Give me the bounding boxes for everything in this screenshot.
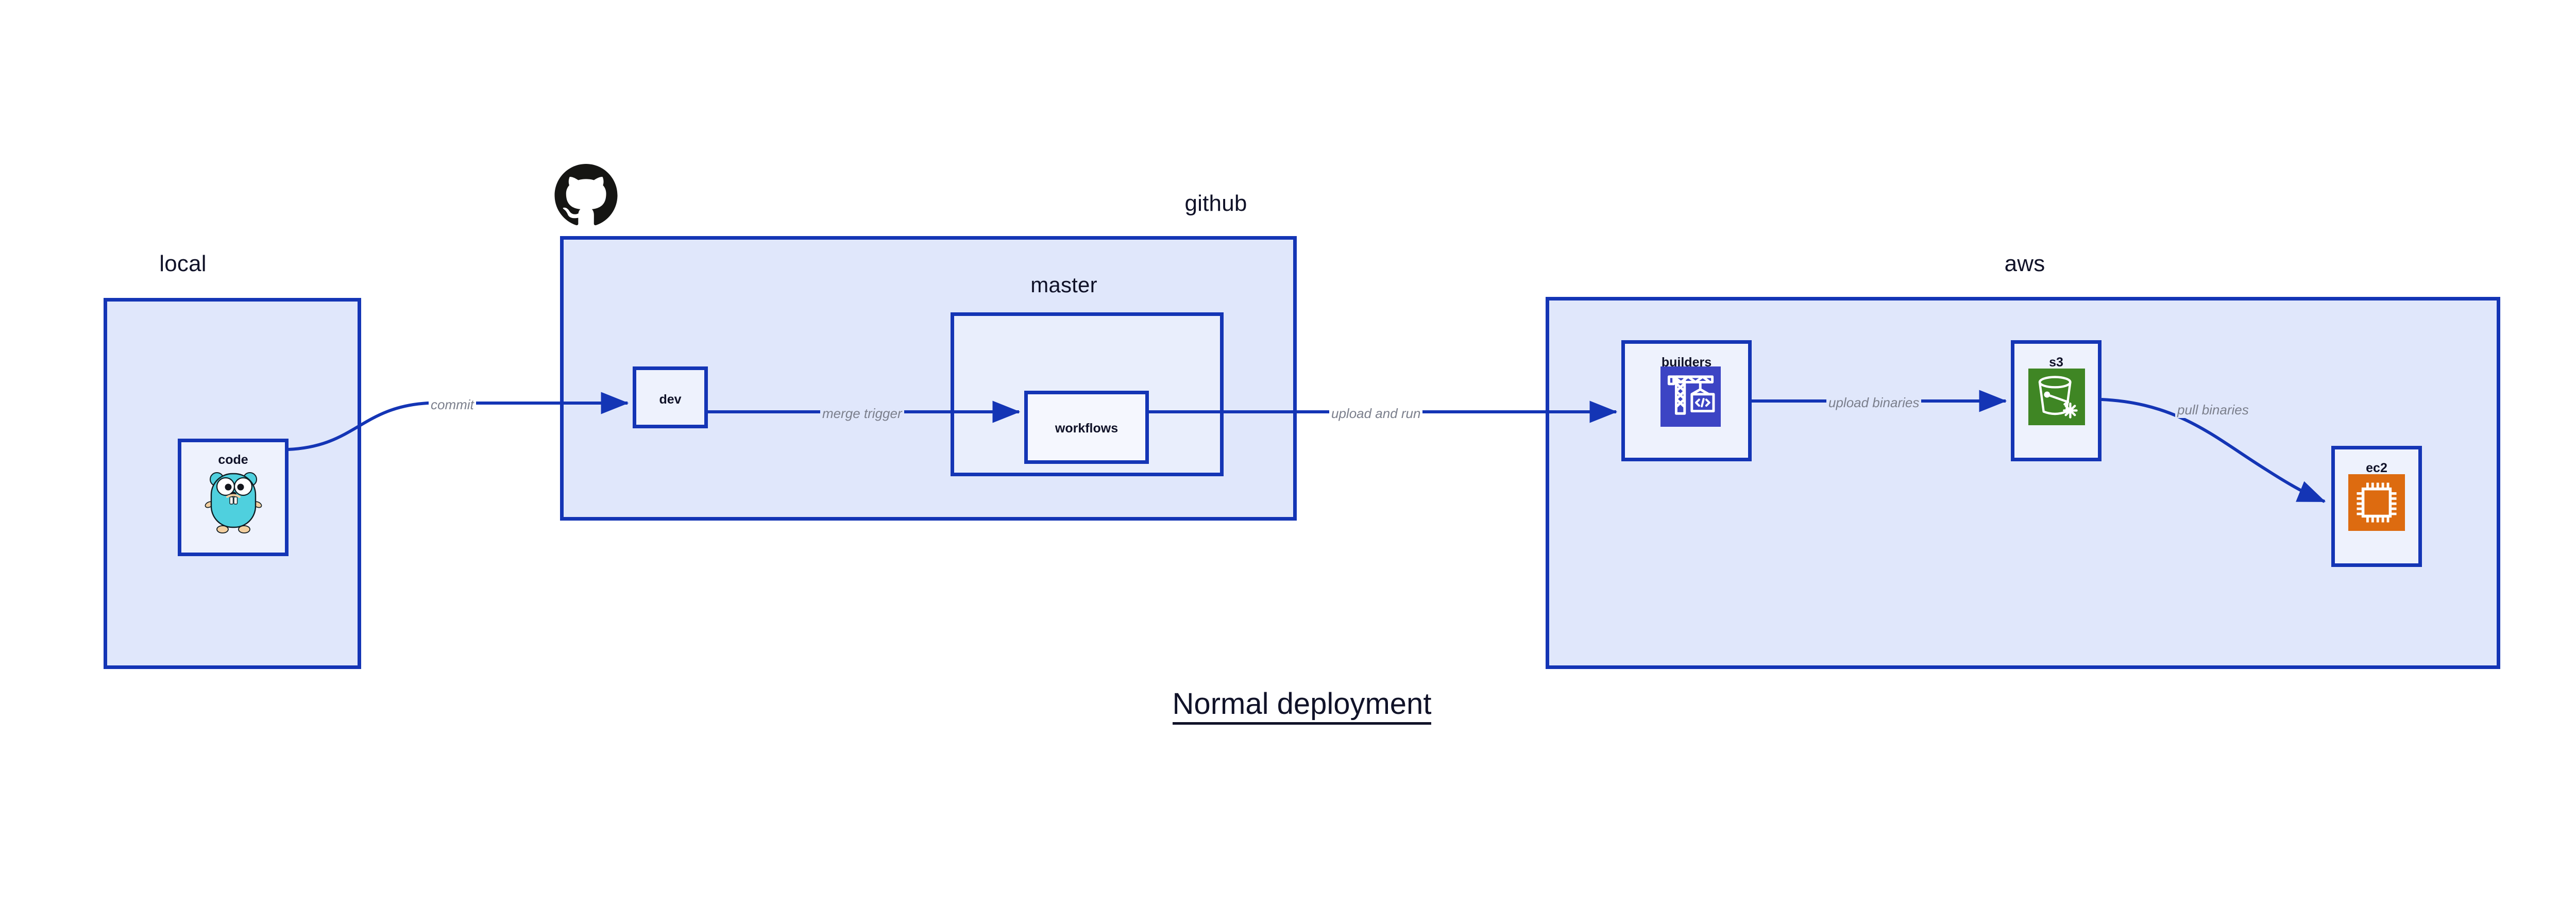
node-dev[interactable]: dev [633,366,708,428]
edge-label-merge-trigger: merge trigger [820,406,904,422]
node-label-dev: dev [659,392,682,407]
node-builders[interactable]: builders [1621,340,1752,461]
go-gopher-icon [203,466,264,536]
zone-label-aws: aws [2004,251,2045,276]
node-label-workflows: workflows [1055,421,1118,436]
s3-bucket-icon [2028,369,2085,425]
edge-label-upload-binaries: upload binaries [1826,395,1922,411]
zone-label-master: master [1030,273,1097,297]
node-label-s3: s3 [2049,355,2063,370]
crane-code-icon [1660,366,1721,427]
node-label-ec2: ec2 [2366,461,2387,475]
zone-label-local: local [159,251,207,276]
edge-label-commit: commit [429,397,476,413]
cpu-chip-icon [2348,474,2405,531]
edge-label-upload-and-run: upload and run [1329,406,1423,422]
zone-label-github: github [1184,191,1247,216]
diagram-title-text: Normal deployment [1172,687,1432,725]
node-workflows[interactable]: workflows [1024,391,1149,464]
edge-label-pull-binaries: pull binaries [2175,402,2251,418]
github-octocat-icon [554,164,618,227]
diagram-title: Normal deployment [0,687,2576,725]
node-label-code: code [218,453,248,467]
